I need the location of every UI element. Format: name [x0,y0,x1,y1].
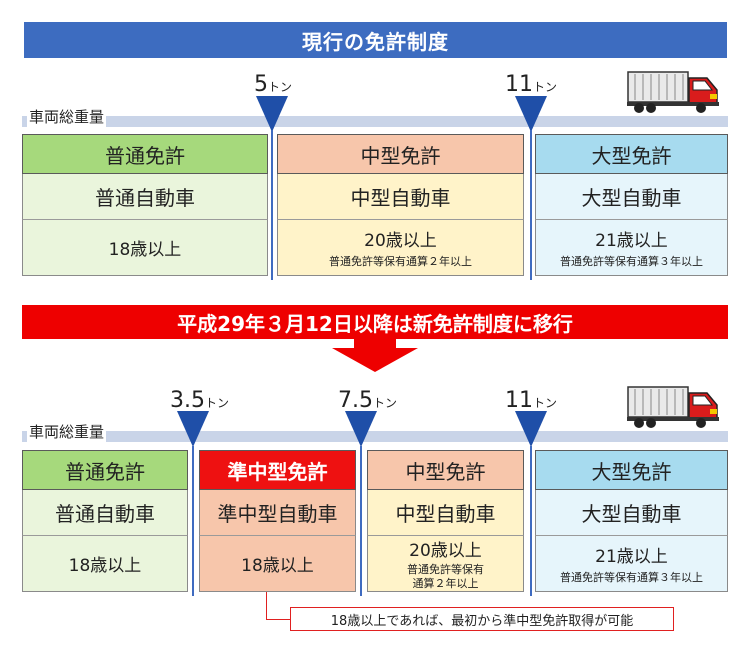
vehicle-name: 中型自動車 [367,490,524,536]
current-system-title: 現行の免許制度 [302,29,449,54]
holding-requirement: 普通免許等保有通算３年以上 [560,254,703,268]
age-text: 20歳以上 [364,230,437,251]
weight-axis-label: 車両総重量 [27,106,107,127]
age-requirement: 18歳以上 [22,220,268,276]
vehicle-name: 大型自動車 [535,490,728,536]
age-requirement: 18歳以上 [199,536,356,592]
license-name: 準中型免許 [199,450,356,490]
weight-axis-label: 車両総重量 [27,421,107,442]
weight-axis-bar [22,431,728,442]
license-name: 普通免許 [22,134,268,174]
age-text: 21歳以上 [595,230,668,251]
callout-connector [266,619,290,620]
age-requirement: 20歳以上 普通免許等保有 通算２年以上 [367,536,524,592]
triangle-marker-icon [345,411,377,447]
threshold-unit: トン [373,396,398,410]
license-name: 中型免許 [277,134,524,174]
vehicle-name: 中型自動車 [277,174,524,220]
triangle-marker-icon [256,96,288,132]
age-requirement: 20歳以上 普通免許等保有通算２年以上 [277,220,524,276]
transition-text: 平成29年３月12日以降は新免許制度に移行 [177,311,573,336]
age-text: 18歳以上 [241,556,314,576]
threshold-value: 11 [505,72,533,97]
down-arrow-icon [332,338,418,376]
license-name: 普通免許 [22,450,188,490]
callout-connector [266,592,267,620]
age-requirement: 21歳以上 普通免許等保有通算３年以上 [535,536,728,592]
callout-text: 18歳以上であれば、最初から準中型免許取得が可能 [330,613,634,629]
threshold-unit: トン [533,80,558,94]
license-name: 中型免許 [367,450,524,490]
threshold-value: 5 [254,72,268,97]
threshold-3-5ton-label: 3.5トン [170,388,229,413]
holding-requirement: 普通免許等保有通算３年以上 [560,570,703,584]
age-text: 18歳以上 [68,556,142,576]
holding-requirement-line2: 通算２年以上 [412,577,479,590]
vehicle-name: 普通自動車 [22,490,188,536]
license-name: 大型免許 [535,450,728,490]
age-text: 18歳以上 [108,240,182,260]
threshold-11ton-label: 11トン [505,388,557,413]
threshold-value: 3.5 [170,388,205,413]
age-text: 21歳以上 [595,546,668,567]
triangle-marker-icon [177,411,209,447]
triangle-marker-icon [515,411,547,447]
age-requirement: 21歳以上 普通免許等保有通算３年以上 [535,220,728,276]
holding-requirement: 普通免許等保有通算２年以上 [329,254,472,268]
transition-banner: 平成29年３月12日以降は新免許制度に移行 [22,305,728,339]
triangle-marker-icon [515,96,547,132]
threshold-unit: トン [533,396,558,410]
threshold-unit: トン [268,80,293,94]
boundary-line [271,130,273,280]
threshold-value: 11 [505,388,533,413]
boundary-line [530,130,532,280]
vehicle-name: 準中型自動車 [199,490,356,536]
threshold-7-5ton-label: 7.5トン [338,388,397,413]
age-text: 20歳以上 [409,540,482,561]
semi-medium-callout: 18歳以上であれば、最初から準中型免許取得が可能 [290,607,674,631]
truck-icon [627,385,722,429]
license-name: 大型免許 [535,134,728,174]
threshold-value: 7.5 [338,388,373,413]
boundary-line [360,446,362,596]
truck-icon [627,70,722,114]
threshold-5ton-label: 5トン [254,72,292,97]
vehicle-name: 大型自動車 [535,174,728,220]
threshold-11ton-label: 11トン [505,72,557,97]
current-system-banner: 現行の免許制度 [24,22,727,58]
threshold-unit: トン [205,396,230,410]
weight-axis-bar [22,116,728,127]
boundary-line [192,446,194,596]
vehicle-name: 普通自動車 [22,174,268,220]
age-requirement: 18歳以上 [22,536,188,592]
boundary-line [530,446,532,596]
holding-requirement-line1: 普通免許等保有 [407,562,484,576]
